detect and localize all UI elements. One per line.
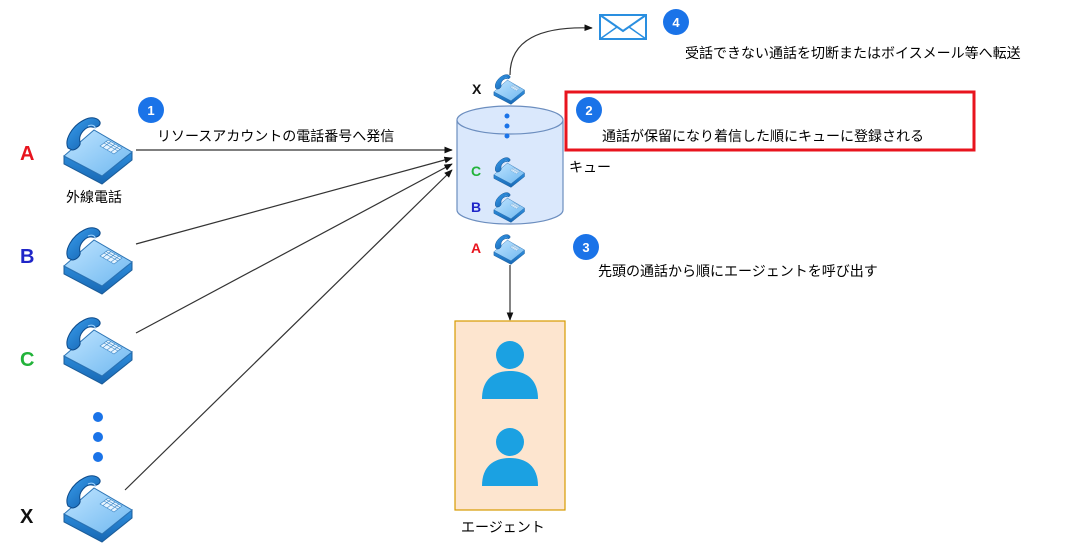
caller-c-label: C <box>20 349 34 371</box>
agent-label: エージェント <box>461 520 545 536</box>
step3-number: 3 <box>582 240 589 255</box>
envelope-icon <box>599 14 647 40</box>
line-c-to-queue <box>135 163 453 334</box>
caller-a-label: A <box>20 143 34 165</box>
agent-group: エージェント <box>454 320 566 536</box>
desk-phone-icon <box>63 117 133 185</box>
desk-phone-icon <box>63 227 133 295</box>
desk-phone-icon <box>493 234 525 265</box>
step2-text: 通話が保留になり着信した順にキューに登録される <box>602 128 924 145</box>
queue-ellipsis <box>504 113 510 139</box>
queue-a-label: A <box>471 240 481 256</box>
step3: 3 先頭の通話から順にエージェントを呼び出す <box>573 234 878 280</box>
step4-badge <box>663 9 689 35</box>
step4-number: 4 <box>672 15 680 30</box>
queue-b-label: B <box>471 199 481 215</box>
step2: 2 通話が保留になり着信した順にキューに登録される <box>564 90 976 152</box>
desk-phone-icon <box>493 74 525 105</box>
line-x-to-queue <box>124 169 453 491</box>
caller-a: A 外線電話 <box>20 117 133 206</box>
line-queue-to-mail <box>509 24 593 76</box>
caller-x: X <box>20 475 133 543</box>
step2-number: 2 <box>585 103 592 118</box>
step1: 1 リソースアカウントの電話番号へ発信 <box>138 97 394 145</box>
caller-x-label: X <box>20 506 34 528</box>
queue-x: X <box>472 74 525 105</box>
queue-label: キュー <box>569 160 611 176</box>
queue-x-label: X <box>472 81 482 97</box>
step1-badge <box>138 97 164 123</box>
caller-b-label: B <box>20 246 34 268</box>
highlight-box <box>564 90 976 152</box>
queue-a: A <box>471 234 525 265</box>
step1-text: リソースアカウントの電話番号へ発信 <box>157 128 394 145</box>
caller-b: B <box>20 227 133 295</box>
step1-number: 1 <box>147 103 154 118</box>
step2-badge <box>576 97 602 123</box>
step4-text: 受話できない通話を切断またはボイスメール等へ転送 <box>685 45 1021 62</box>
desk-phone-icon <box>63 475 133 543</box>
caller-ellipsis <box>93 412 103 462</box>
queue: C B キュー <box>456 105 611 225</box>
caller-lines <box>124 24 593 491</box>
queue-c-label: C <box>471 163 481 179</box>
desk-phone-icon <box>63 317 133 385</box>
mail <box>599 14 647 40</box>
step3-badge <box>573 234 599 260</box>
step4: 4 受話できない通話を切断またはボイスメール等へ転送 <box>663 9 1021 62</box>
external-phone-label: 外線電話 <box>66 189 122 206</box>
caller-c: C <box>20 317 133 385</box>
line-b-to-queue <box>135 156 453 245</box>
step3-text: 先頭の通話から順にエージェントを呼び出す <box>598 263 878 280</box>
